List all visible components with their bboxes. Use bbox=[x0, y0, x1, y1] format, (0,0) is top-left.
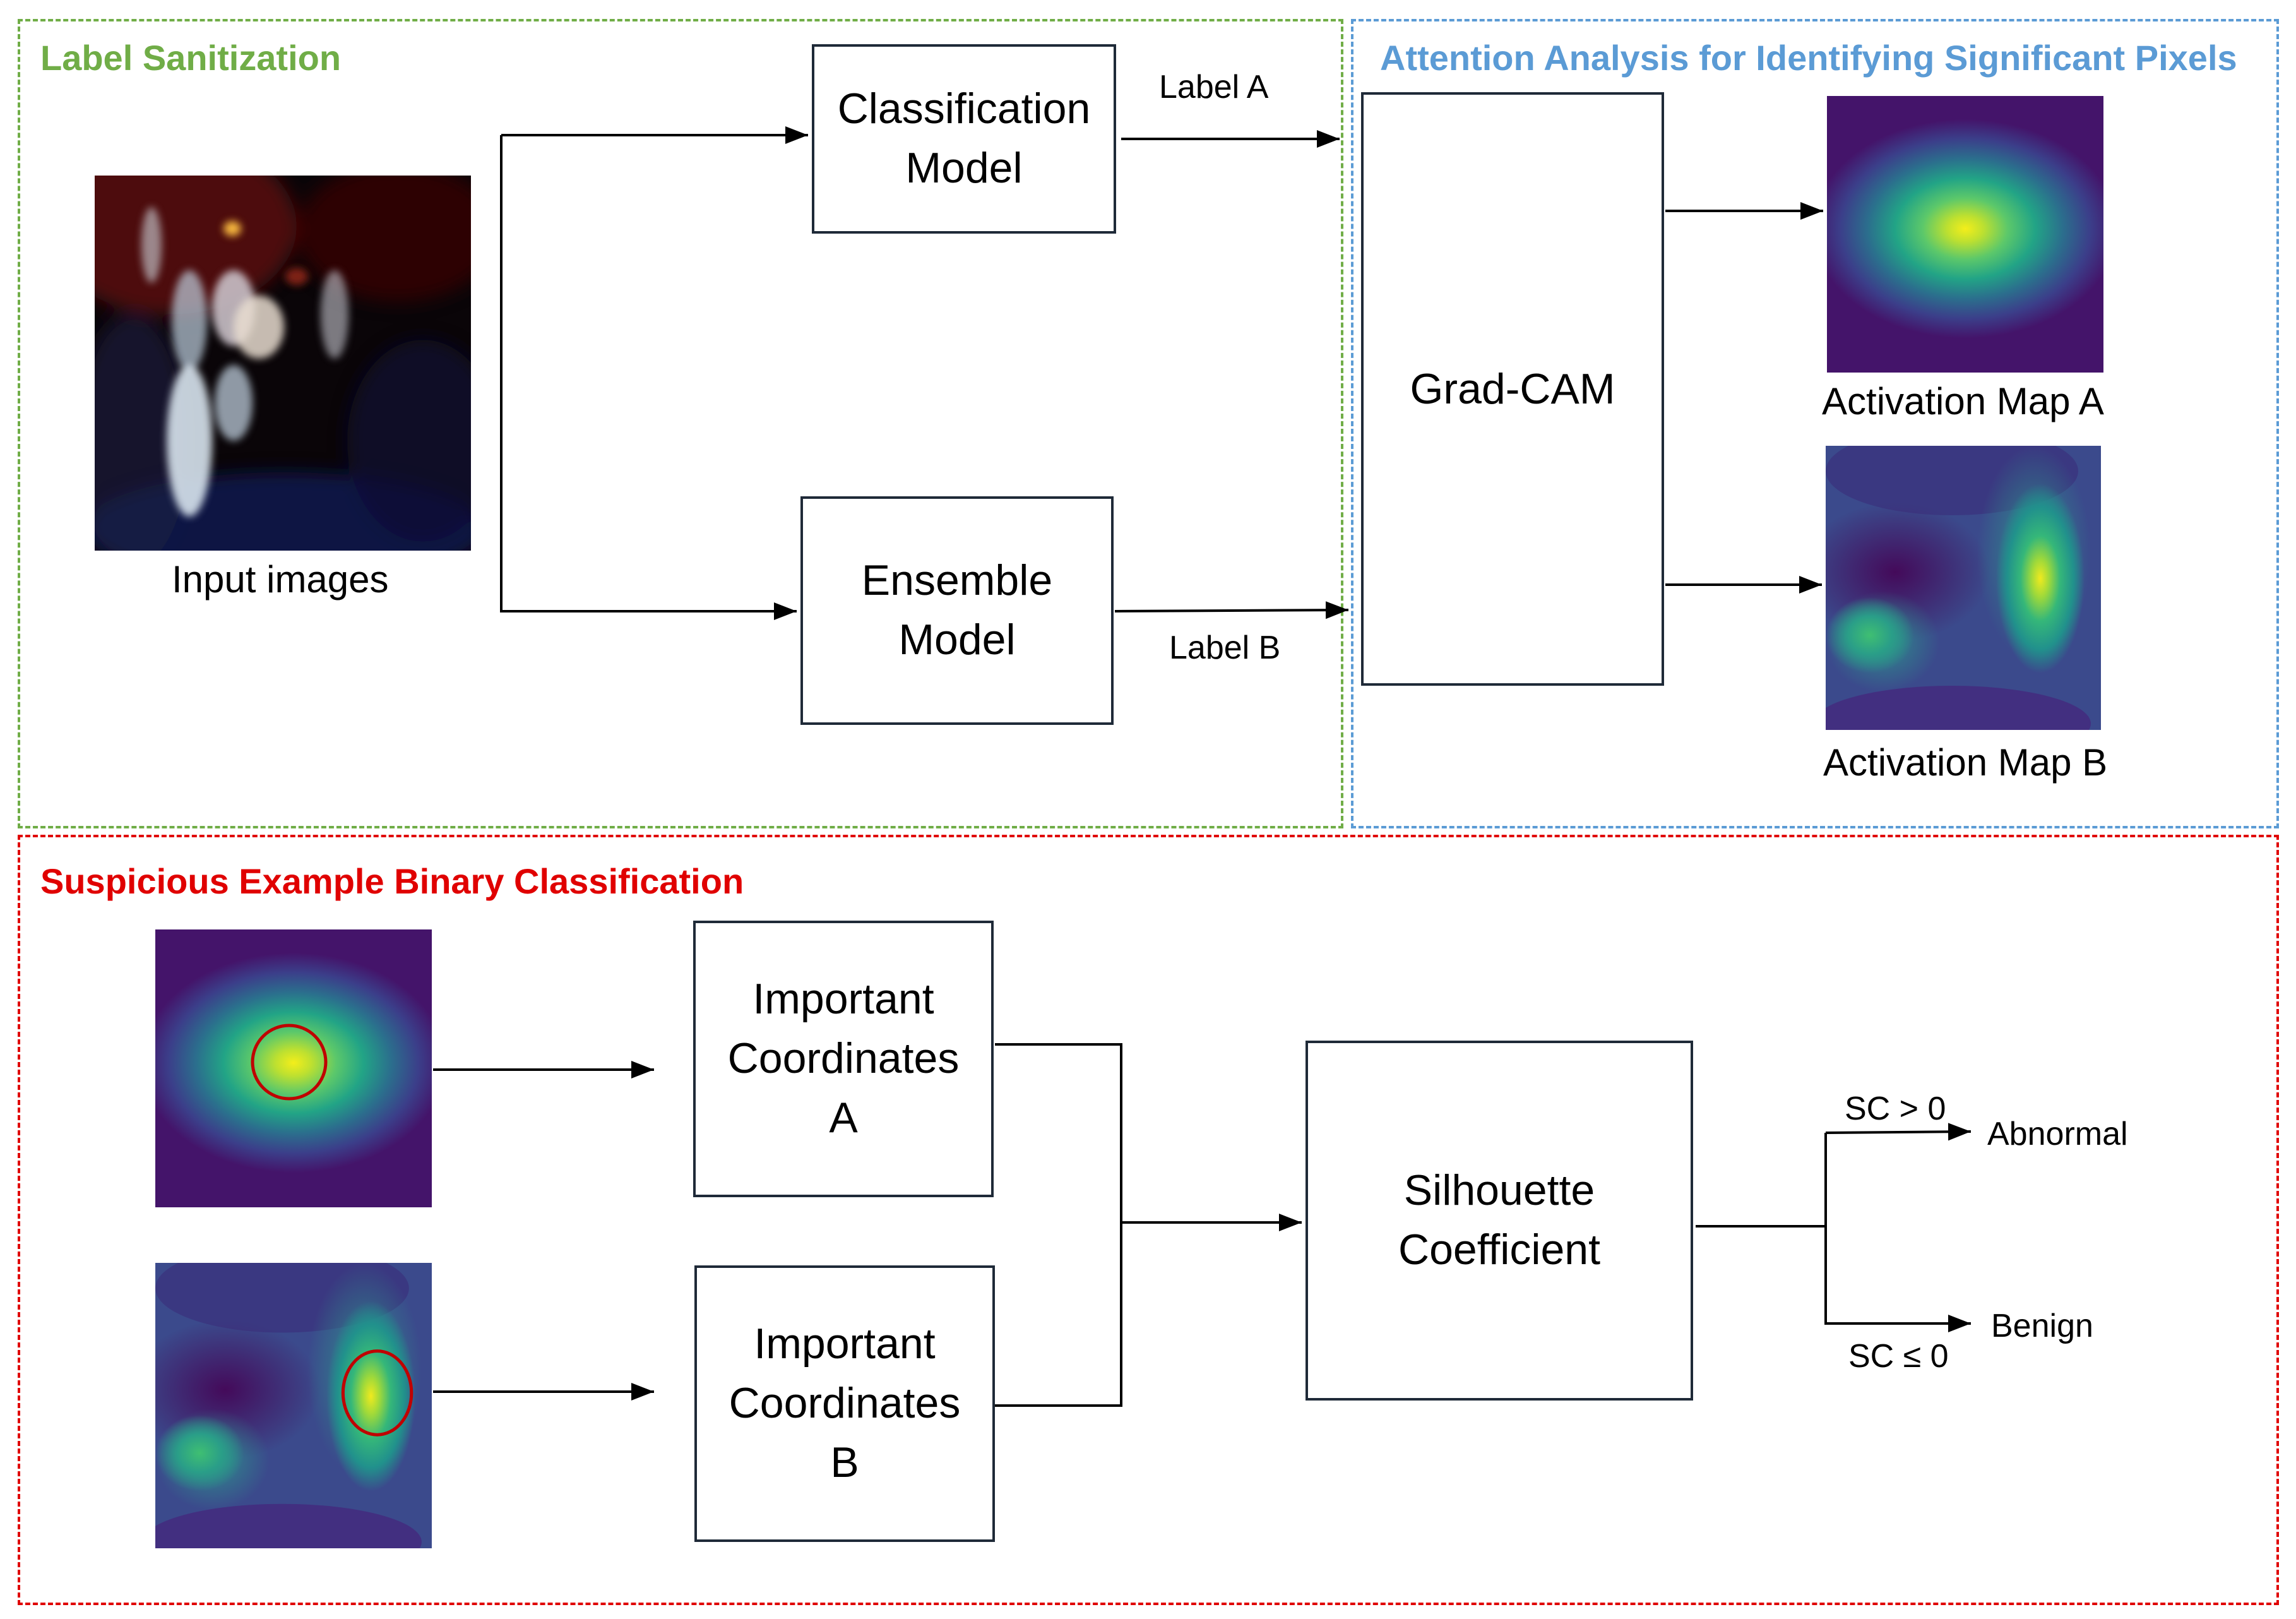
input-image bbox=[95, 176, 471, 551]
silhouette-coefficient-box: Silhouette Coefficient bbox=[1306, 1041, 1693, 1401]
label-sanitization-region bbox=[18, 19, 1343, 828]
grad-cam-label: Grad-CAM bbox=[1410, 365, 1615, 413]
bottom-activation-map-b bbox=[155, 1263, 432, 1548]
label-a-text: Label A bbox=[1159, 69, 1269, 105]
classification-model-label: Classification Model bbox=[837, 85, 1091, 192]
important-coordinates-b-label: Important Coordinates B bbox=[729, 1320, 961, 1486]
sc-positive-text: SC > 0 bbox=[1845, 1090, 1946, 1127]
attention-analysis-title: Attention Analysis for Identifying Signi… bbox=[1380, 38, 2237, 78]
activation-map-a-caption: Activation Map A bbox=[1822, 380, 2104, 422]
bottom-activation-map-a bbox=[155, 929, 432, 1207]
attention-analysis-region bbox=[1351, 19, 2279, 828]
abnormal-outcome: Abnormal bbox=[1987, 1116, 2128, 1152]
grad-cam-box: Grad-CAM bbox=[1361, 92, 1664, 686]
benign-outcome: Benign bbox=[1991, 1308, 2093, 1344]
suspicious-classification-region bbox=[18, 835, 2279, 1605]
important-coordinates-b-box: Important Coordinates B bbox=[694, 1265, 995, 1542]
important-coordinates-a-box: Important Coordinates A bbox=[693, 921, 994, 1197]
input-images-caption: Input images bbox=[172, 558, 389, 600]
label-sanitization-title: Label Sanitization bbox=[40, 38, 342, 78]
ensemble-model-box: Ensemble Model bbox=[800, 496, 1114, 725]
highlight-circle-b bbox=[341, 1349, 413, 1437]
activation-map-b-caption: Activation Map B bbox=[1823, 741, 2108, 784]
classification-model-box: Classification Model bbox=[812, 44, 1116, 234]
sc-nonpositive-text: SC ≤ 0 bbox=[1848, 1338, 1949, 1375]
silhouette-coefficient-label: Silhouette Coefficient bbox=[1398, 1166, 1601, 1274]
label-b-text: Label B bbox=[1169, 630, 1281, 666]
activation-map-a bbox=[1827, 96, 2103, 373]
highlight-circle-a bbox=[251, 1024, 328, 1101]
important-coordinates-a-label: Important Coordinates A bbox=[727, 975, 960, 1142]
ensemble-model-label: Ensemble Model bbox=[861, 556, 1053, 664]
suspicious-classification-title: Suspicious Example Binary Classification bbox=[40, 861, 744, 901]
activation-map-b bbox=[1826, 446, 2101, 730]
